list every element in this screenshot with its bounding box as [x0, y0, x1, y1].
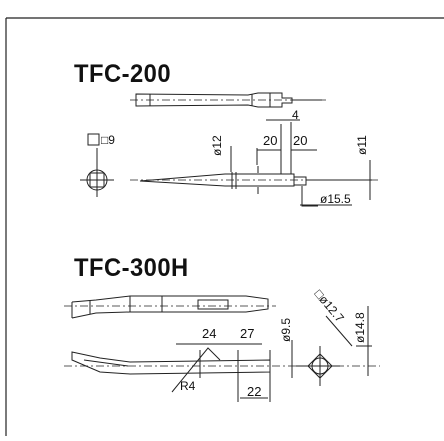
tfc300h-body-diameter: ø14.8: [353, 312, 367, 343]
tfc300h-end-view: [300, 306, 372, 386]
tfc300h-side-view: [64, 340, 380, 402]
tfc200-collar-diameter: ø15.5: [320, 192, 351, 206]
tfc200-end-view: [80, 133, 114, 197]
tfc200-shank-diameter: ø12: [210, 135, 224, 156]
tfc200-length-b: 20: [293, 133, 307, 148]
tfc200-square-label: □9: [101, 133, 115, 147]
tfc300h-length-a: 24: [202, 326, 216, 341]
tfc300h-radius: R4: [180, 379, 196, 393]
model-title-tfc200: TFC-200: [74, 60, 172, 88]
tfc300h-length-b: 27: [240, 326, 254, 341]
tfc200-tip-diameter: ø11: [355, 135, 369, 155]
tfc200-offset: 4: [292, 108, 299, 122]
tfc300h-length-c: 22: [247, 384, 261, 399]
model-title-tfc300h: TFC-300H: [74, 254, 189, 282]
tfc200-side-view: [130, 119, 380, 207]
tfc300h-top-view: [64, 295, 276, 319]
tfc300h-shank-diameter: ø9.5: [279, 318, 293, 342]
tfc200-top-view: [130, 92, 326, 108]
tfc200-length-a: 20: [263, 133, 277, 148]
